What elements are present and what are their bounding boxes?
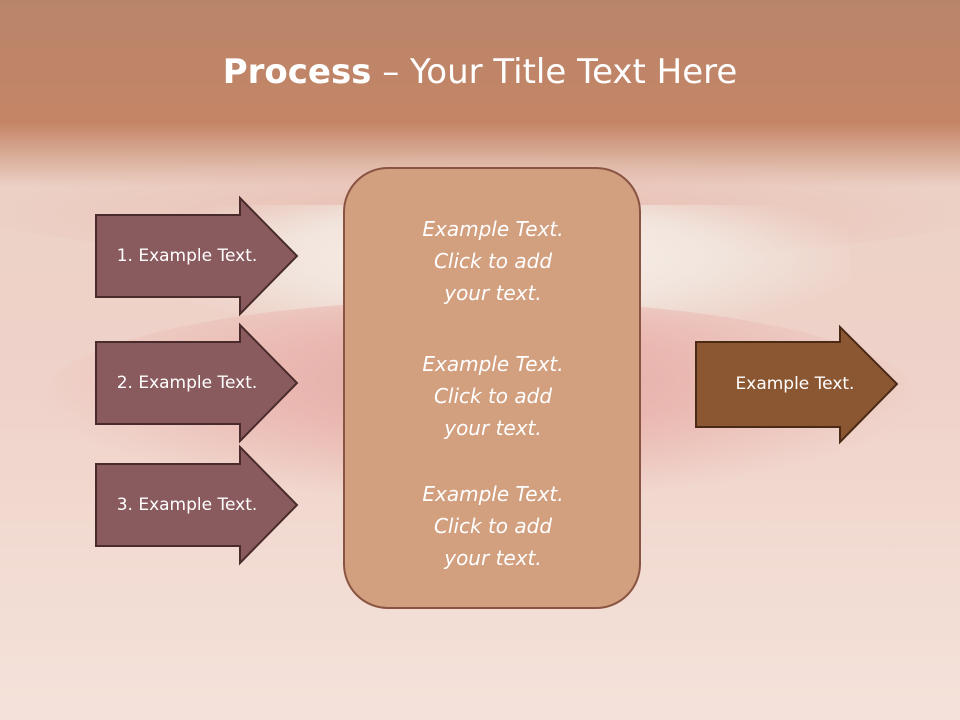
title-bold: Process — [222, 52, 372, 92]
output-arrow[interactable] — [695, 324, 899, 445]
center-text-line: your text. — [444, 416, 542, 440]
center-text-block-2[interactable]: Example Text. Click to add your text. — [345, 348, 641, 444]
center-text-line: Example Text. — [422, 217, 564, 241]
input-arrow-1[interactable] — [95, 195, 299, 317]
center-text-line: Click to add — [433, 384, 553, 408]
title-rest: – Your Title Text Here — [371, 52, 738, 92]
input-label-3: 3. Example Text. — [116, 495, 258, 515]
center-process-box[interactable] — [343, 167, 641, 609]
center-text-block-1[interactable]: Example Text. Click to add your text. — [345, 213, 641, 309]
center-text-line: your text. — [444, 281, 542, 305]
center-text-line: Click to add — [433, 514, 553, 538]
center-text-line: Click to add — [433, 249, 553, 273]
input-arrow-2[interactable] — [95, 322, 299, 444]
input-arrow-3[interactable] — [95, 444, 299, 566]
center-text-line: your text. — [444, 546, 542, 570]
input-label-1: 1. Example Text. — [116, 246, 258, 266]
input-label-2: 2. Example Text. — [116, 373, 258, 393]
center-text-line: Example Text. — [422, 352, 564, 376]
center-text-line: Example Text. — [422, 482, 564, 506]
output-label: Example Text. — [735, 374, 855, 394]
center-text-block-3[interactable]: Example Text. Click to add your text. — [345, 478, 641, 574]
slide-title[interactable]: Process – Your Title Text Here — [0, 52, 960, 92]
